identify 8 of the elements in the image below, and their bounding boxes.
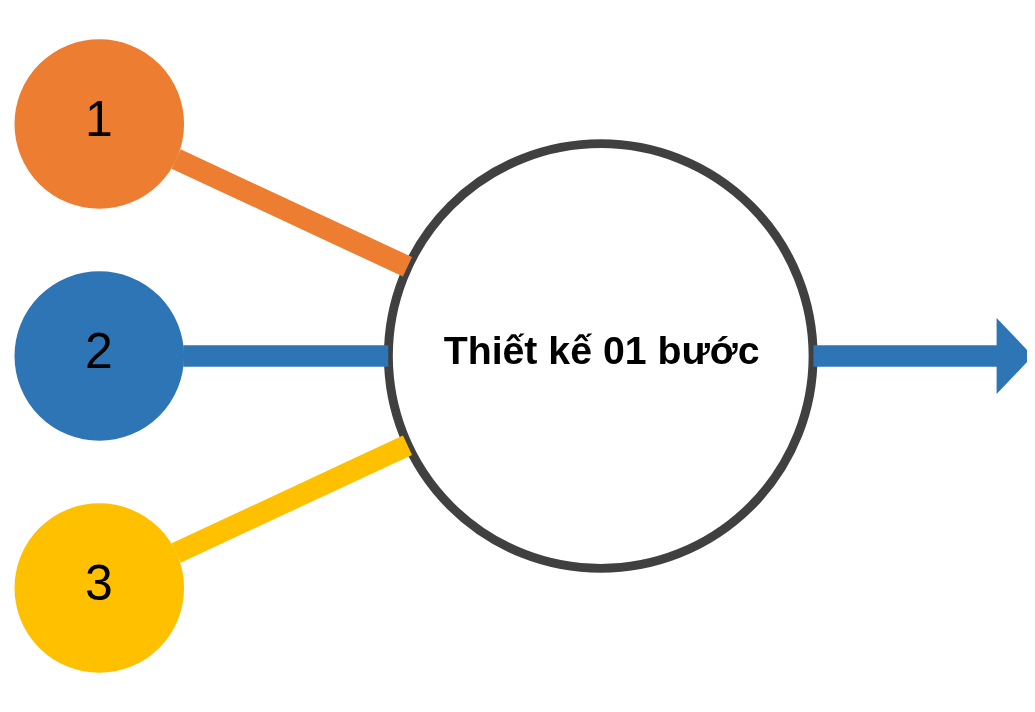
- node-circle: Thiết kế 01 bước: [383, 139, 818, 573]
- node-circle: 3: [14, 503, 185, 673]
- connector: [171, 435, 412, 563]
- node-circle: 1: [14, 39, 185, 209]
- connector: [183, 345, 389, 367]
- node-circle: 2: [14, 271, 185, 441]
- arrow: [813, 318, 1027, 394]
- connector: [171, 149, 412, 277]
